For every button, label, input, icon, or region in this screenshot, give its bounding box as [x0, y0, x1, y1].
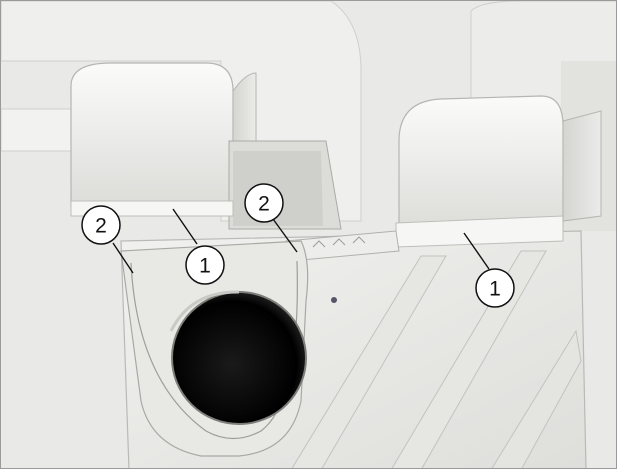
spigot-collar — [120, 240, 309, 457]
svg-text:1: 1 — [199, 255, 211, 278]
callout-1-left: 1 — [185, 245, 225, 285]
duct-opening — [171, 291, 307, 425]
svg-text:2: 2 — [95, 215, 107, 238]
svg-text:2: 2 — [258, 193, 270, 216]
callout-2-middle: 2 — [244, 183, 284, 223]
callout-1-right: 1 — [475, 268, 515, 308]
leader-lines — [112, 208, 490, 274]
svg-text:1: 1 — [489, 278, 501, 301]
right-duct-bend — [395, 95, 602, 248]
callout-2-left: 2 — [81, 205, 121, 245]
